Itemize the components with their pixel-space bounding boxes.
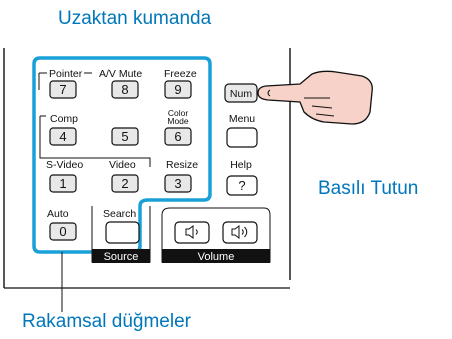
key-4[interactable]: 4 [49,127,77,146]
pointer-label: Pointer [49,68,83,80]
finger-icon [257,70,373,125]
key-0-value: 0 [59,224,66,239]
key-8[interactable]: 8 [111,80,139,99]
freeze-label: Freeze [164,68,197,80]
key-3-value: 3 [174,176,181,191]
speaker-high-icon [231,225,248,239]
key-7[interactable]: 7 [49,80,77,99]
key-2[interactable]: 2 [111,174,139,193]
key-9[interactable]: 9 [164,80,192,99]
volume-up-button[interactable] [222,221,258,244]
volume-down-button[interactable] [174,221,210,244]
menu-button[interactable] [226,127,258,148]
remote-control-caption: Uzaktan kumanda [58,8,212,29]
key-0[interactable]: 0 [49,222,77,241]
key-5[interactable]: 5 [111,127,139,146]
help-button[interactable]: ? [226,175,258,196]
comp-label: Comp [50,113,78,125]
help-label: Help [230,159,252,171]
search-button[interactable] [105,221,140,244]
key-3[interactable]: 3 [164,174,192,193]
volume-strip [162,249,270,263]
key-4-value: 4 [59,129,66,144]
key-1[interactable]: 1 [49,174,77,193]
num-button[interactable]: Num [224,83,258,103]
key-6-value: 6 [174,129,181,144]
auto-label: Auto [47,208,69,220]
key-6[interactable]: 6 [164,127,192,146]
key-5-value: 5 [121,129,128,144]
speaker-low-icon [185,225,198,239]
menu-label: Menu [229,113,255,125]
volume-label: Volume [198,251,235,263]
key-1-value: 1 [59,176,66,191]
source-label: Source [104,251,139,263]
key-2-value: 2 [121,176,128,191]
search-label: Search [103,208,136,220]
s-video-label: S-Video [46,159,83,171]
source-group-line [39,116,151,167]
key-9-value: 9 [174,82,181,97]
resize-label: Resize [166,159,198,171]
press-and-hold-caption: Basılı Tutun [318,178,419,199]
key-8-value: 8 [121,82,128,97]
numeric-buttons-highlight [32,56,212,254]
video-label: Video [109,159,136,171]
numeric-buttons-caption: Rakamsal düğmeler [22,311,191,332]
help-value: ? [238,178,245,193]
num-label: Num [230,88,252,100]
av-mute-label: A/V Mute [99,68,142,80]
key-7-value: 7 [59,82,66,97]
color-mode-label-line1: Color [168,108,188,118]
color-mode-label-line2: Mode [167,116,189,126]
source-strip [92,249,150,263]
